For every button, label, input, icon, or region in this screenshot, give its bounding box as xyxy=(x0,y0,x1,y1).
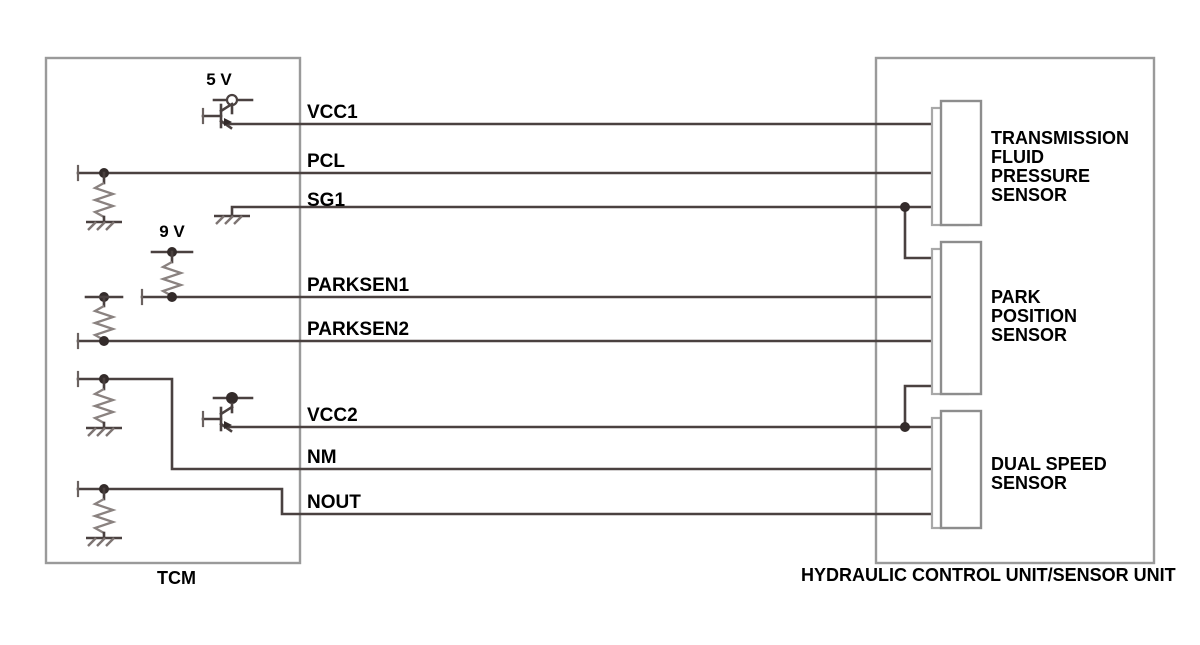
tfp-sensor-connector-body xyxy=(939,99,983,227)
wire-nm xyxy=(76,377,940,471)
tcm-frame xyxy=(44,56,302,565)
hydraulic-control-unit-caption: HYDRAULIC CONTROL UNIT/SENSOR UNIT xyxy=(801,565,1176,585)
sg1-ground-icon xyxy=(215,215,243,225)
wire-nout xyxy=(76,487,940,516)
park-sensor-label-line1: PARK xyxy=(991,287,1041,307)
park-sensor-label-line3: SENSOR xyxy=(991,325,1067,345)
signal-label-sg1: SG1 xyxy=(307,190,345,211)
signal-label-nm: NM xyxy=(307,447,337,468)
vcc2-emitter-arrow-icon xyxy=(224,421,232,429)
vcc2-supply-node xyxy=(226,392,238,404)
park-sensor-label-line2: POSITION xyxy=(991,306,1077,326)
parksen-pulldown-resistor xyxy=(91,304,117,342)
signal-label-parksen2: PARKSEN2 xyxy=(307,319,409,340)
tfp-sensor-label-line3: PRESSURE xyxy=(991,166,1090,186)
signal-label-parksen1: PARKSEN1 xyxy=(307,275,409,296)
wire-sg1-branch xyxy=(903,205,940,260)
dual-speed-sensor-label-line1: DUAL SPEED xyxy=(991,454,1107,474)
supply-5v-label: 5 V xyxy=(206,70,232,89)
pcl-ground-icon xyxy=(87,221,115,231)
parksen1-pullup-node xyxy=(167,292,177,302)
wire-vcc2-branch xyxy=(903,384,940,429)
vcc1-emitter-arrow-icon xyxy=(224,118,232,126)
wire-sg1 xyxy=(230,205,940,218)
tfp-sensor-label-line2: FLUID xyxy=(991,147,1044,167)
nout-pulldown-resistor xyxy=(91,497,117,535)
signal-label-vcc2: VCC2 xyxy=(307,405,358,426)
vcc1-transistor-collector xyxy=(219,102,234,113)
sg1-junction-dot xyxy=(900,202,910,212)
parksen1-pullup-resistor xyxy=(159,260,185,298)
dual-speed-sensor-label-line2: SENSOR xyxy=(991,473,1067,493)
parksen2-node xyxy=(99,336,109,346)
nout-ground-icon xyxy=(87,537,115,547)
signal-label-vcc1: VCC1 xyxy=(307,102,358,123)
nm-ground-icon xyxy=(87,427,115,437)
signal-label-pcl: PCL xyxy=(307,151,345,172)
vcc2-transistor-collector xyxy=(219,405,234,416)
pcl-pulldown-resistor xyxy=(91,181,117,219)
vcc2-junction-dot xyxy=(900,422,910,432)
tfp-sensor-label-line4: SENSOR xyxy=(991,185,1067,205)
hydraulic-control-unit-frame xyxy=(874,56,1156,565)
nm-pulldown-resistor xyxy=(91,387,117,425)
dual-speed-sensor-connector-body xyxy=(939,409,983,530)
park-sensor-connector-body xyxy=(939,240,983,396)
signal-label-nout: NOUT xyxy=(307,492,361,513)
tcm-caption: TCM xyxy=(157,568,196,588)
supply-9v-label: 9 V xyxy=(159,222,185,241)
tfp-sensor-label-line1: TRANSMISSION xyxy=(991,128,1129,148)
